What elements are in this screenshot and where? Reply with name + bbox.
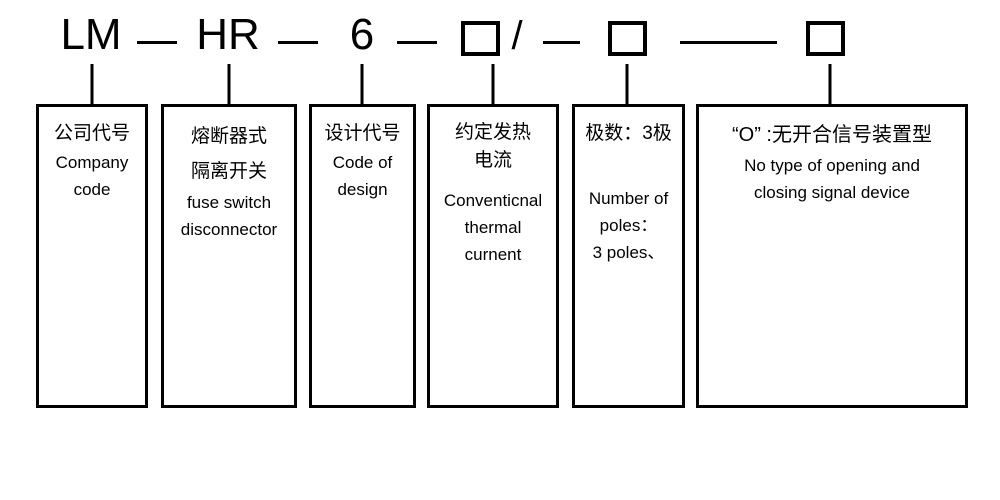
- legend-box-thermal-current: 约定发热 电流 Conventicnal thermal curnent: [427, 104, 559, 408]
- code-segment-design: 6: [349, 10, 375, 59]
- legend-box-company-code: 公司代号 Company code: [36, 104, 148, 408]
- box-line: 极数：3极: [585, 123, 672, 144]
- box-line: closing signal device: [754, 183, 910, 202]
- legend-box-fuse-switch-disconnector: 熔断器式 隔离开关 fuse switch disconnector: [161, 104, 297, 408]
- box-line: Number of: [588, 189, 669, 208]
- box-line: No type of opening and: [744, 156, 920, 175]
- box-line: thermal: [464, 218, 522, 237]
- dash-connector: [543, 41, 580, 44]
- box-line: curnent: [464, 245, 522, 264]
- spacer: [575, 149, 682, 185]
- legend-box-signal-device: “O” :无开合信号装置型 No type of opening and clo…: [696, 104, 968, 408]
- box-line: fuse switch: [186, 193, 272, 212]
- code-segment-slash: /: [511, 14, 523, 58]
- connector-line-design: [360, 64, 364, 105]
- dash-connector: [137, 41, 177, 44]
- box-line: poles：: [599, 216, 658, 235]
- box-line: 隔离开关: [190, 161, 267, 182]
- box-line: disconnector: [180, 220, 278, 239]
- box-line: code: [73, 180, 111, 199]
- placeholder-square-current: [461, 21, 500, 56]
- dash-connector: [278, 41, 318, 44]
- connector-line-current: [491, 64, 495, 105]
- dash-connector: [397, 41, 437, 44]
- box-line: 电流: [473, 150, 512, 171]
- box-line: Code of: [332, 153, 393, 172]
- connector-line-signal: [828, 64, 832, 105]
- legend-box-number-of-poles: 极数：3极 Number of poles： 3 poles、: [572, 104, 685, 408]
- long-dash-connector: [680, 41, 777, 44]
- connector-line-type: [227, 64, 231, 105]
- placeholder-square-poles: [608, 21, 647, 56]
- code-segment-type: HR: [196, 10, 260, 59]
- box-line: 3 poles、: [592, 243, 665, 262]
- box-line: 熔断器式: [190, 126, 267, 147]
- box-line: “O” :无开合信号装置型: [732, 124, 932, 146]
- code-segment-company: LM: [60, 10, 122, 59]
- legend-box-code-of-design: 设计代号 Code of design: [309, 104, 416, 408]
- box-line: Conventicnal: [443, 191, 543, 210]
- connector-line-poles: [625, 64, 629, 105]
- box-line: 公司代号: [53, 123, 130, 144]
- box-line: 设计代号: [324, 123, 401, 144]
- connector-line-company: [90, 64, 94, 105]
- box-line: design: [337, 180, 388, 199]
- placeholder-square-signal: [806, 21, 845, 56]
- spacer: [430, 175, 556, 187]
- box-line: 约定发热: [454, 122, 531, 143]
- box-line: Company: [55, 153, 129, 172]
